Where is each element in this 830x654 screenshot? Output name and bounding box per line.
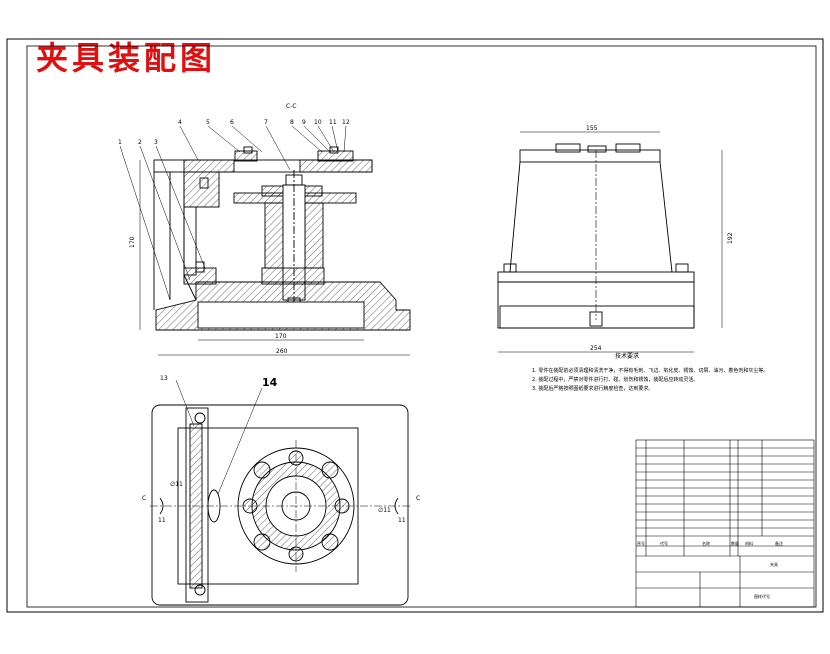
part-number: 11 xyxy=(329,119,337,126)
front-section-view xyxy=(119,125,411,356)
drawing-name: 夹具 xyxy=(770,561,778,567)
num-right: 11 xyxy=(398,517,406,524)
title-block xyxy=(635,439,815,608)
part-number: 3 xyxy=(154,139,158,146)
plan-label-13: 13 xyxy=(160,375,168,382)
dim-side-top-width: 155 xyxy=(586,125,598,132)
outer-border xyxy=(6,38,824,613)
part-number: 1 xyxy=(118,139,122,146)
section-label: C-C xyxy=(286,103,297,110)
bom-header: 代号 xyxy=(660,540,668,546)
cut-label-right: C xyxy=(416,495,420,502)
bom-header: 名称 xyxy=(702,540,710,546)
plan-view xyxy=(150,379,410,606)
cut-label-left: C xyxy=(142,495,146,502)
dim-side-bottom-width: 254 xyxy=(590,345,602,352)
bom-header: 材料 xyxy=(745,540,753,546)
part-number: 5 xyxy=(206,119,210,126)
inner-border xyxy=(26,45,817,608)
tech-line: 3. 装配后严格按照图纸要求进行精度检查，达到要求。 xyxy=(532,385,653,392)
part-number: 7 xyxy=(264,119,268,126)
part-number: 10 xyxy=(314,119,322,126)
drawing-title: 夹具装配图 xyxy=(36,39,217,77)
side-view xyxy=(497,131,723,353)
tech-line: 1. 零件在装配前必须清理和清洗干净，不得有毛刺、飞边、氧化皮、锈蚀、切屑、油污… xyxy=(532,367,768,374)
bom-header: 备注 xyxy=(775,540,783,546)
bom-header: 序号 xyxy=(637,540,645,546)
dim-side-height: 192 xyxy=(727,232,734,244)
dim-front-height: 170 xyxy=(129,236,136,248)
part-number: 8 xyxy=(290,119,294,126)
part-number: 6 xyxy=(230,119,234,126)
dim-front-total-width: 260 xyxy=(276,348,288,355)
pin-right: ∅11 xyxy=(378,507,391,514)
num-left: 11 xyxy=(158,517,166,524)
tech-line: 2. 装配过程中，严禁对零件进行打、碰、划伤和锈蚀，装配后应转动灵活。 xyxy=(532,376,698,383)
footer-code: 图样代号 xyxy=(754,593,770,599)
tech-heading: 技术要求 xyxy=(615,352,639,360)
plan-label-14: 14 xyxy=(262,376,278,389)
dim-front-inner-width: 170 xyxy=(275,333,287,340)
pin-left: ∅11 xyxy=(170,481,183,488)
part-number: 2 xyxy=(138,139,142,146)
part-number: 9 xyxy=(302,119,306,126)
bom-header: 数量 xyxy=(731,540,739,546)
part-number: 12 xyxy=(342,119,350,126)
part-number: 4 xyxy=(178,119,182,126)
